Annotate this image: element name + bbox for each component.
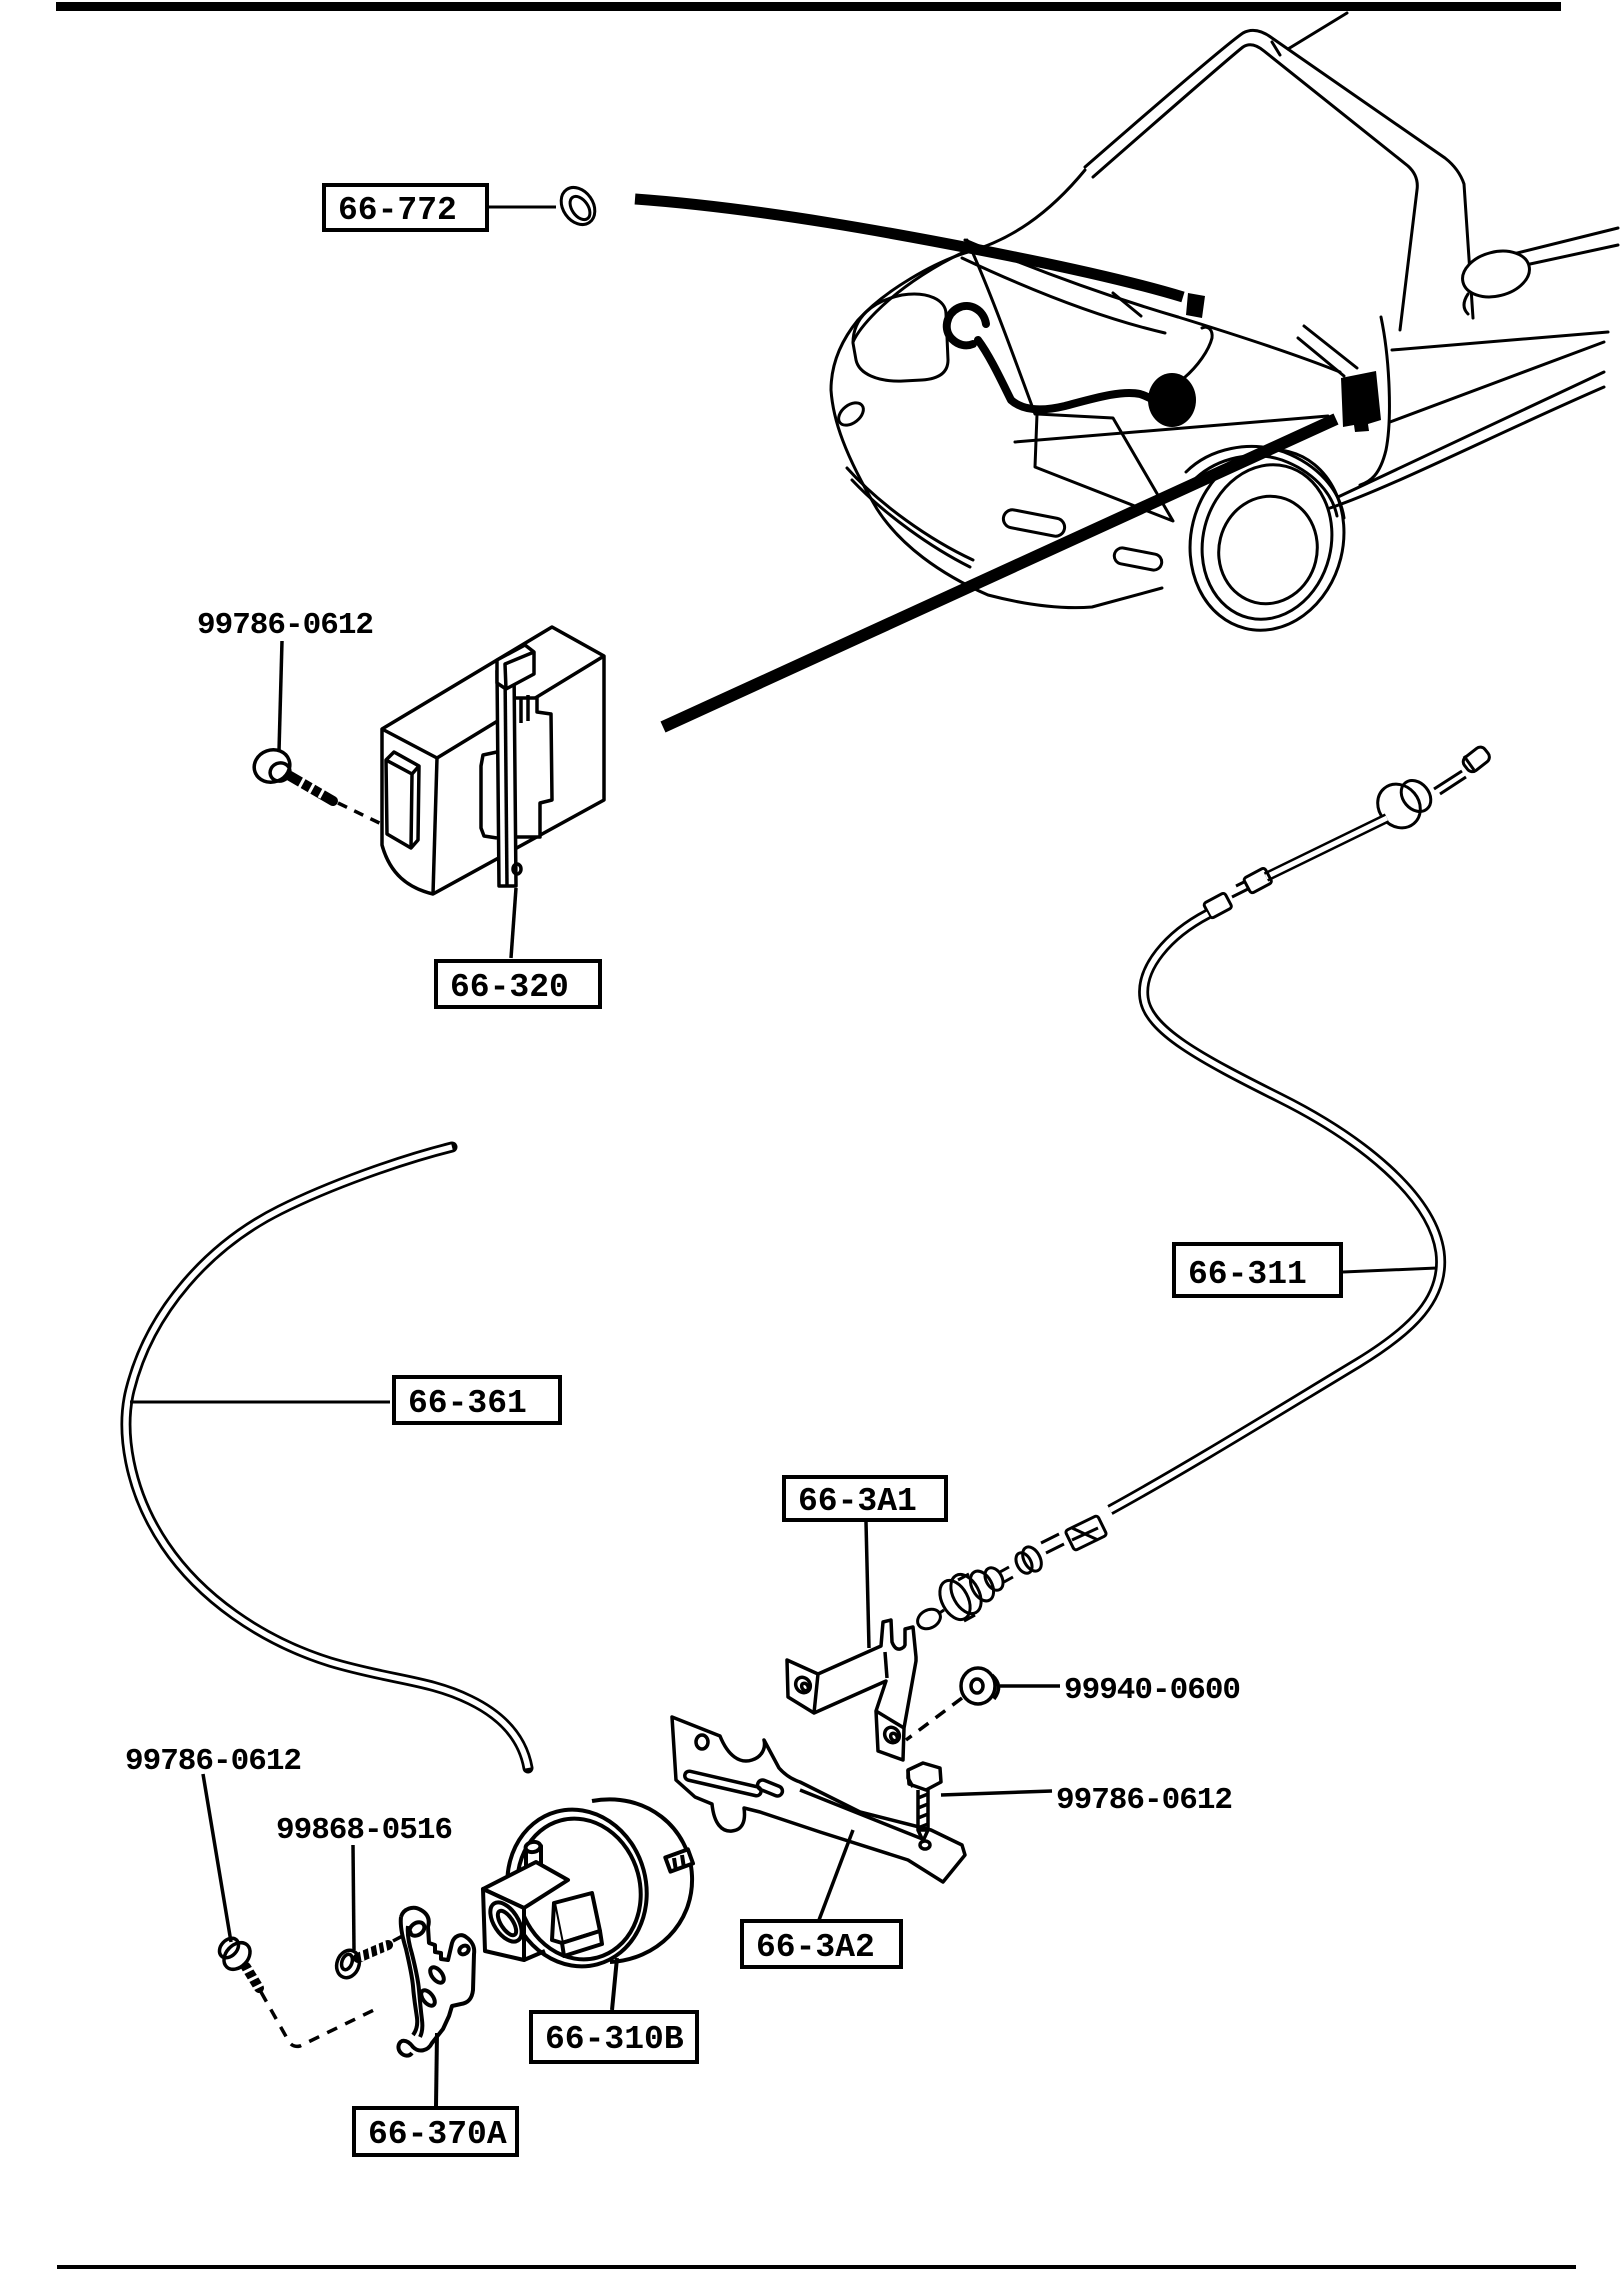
svg-text:99786-0612: 99786-0612 bbox=[197, 608, 373, 643]
svg-text:66-772: 66-772 bbox=[338, 192, 457, 229]
svg-text:66-3A1: 66-3A1 bbox=[798, 1483, 917, 1520]
svg-text:99786-0612: 99786-0612 bbox=[1056, 1783, 1232, 1818]
svg-text:99786-0612: 99786-0612 bbox=[125, 1744, 301, 1779]
svg-text:66-311: 66-311 bbox=[1188, 1256, 1307, 1293]
svg-text:66-3A2: 66-3A2 bbox=[756, 1929, 875, 1966]
svg-text:66-370A: 66-370A bbox=[368, 2116, 507, 2153]
svg-text:66-320: 66-320 bbox=[450, 969, 569, 1006]
svg-text:66-310B: 66-310B bbox=[545, 2021, 684, 2058]
svg-text:99868-0516: 99868-0516 bbox=[276, 1813, 452, 1848]
svg-text:99940-0600: 99940-0600 bbox=[1064, 1673, 1240, 1708]
svg-text:66-361: 66-361 bbox=[408, 1385, 527, 1422]
